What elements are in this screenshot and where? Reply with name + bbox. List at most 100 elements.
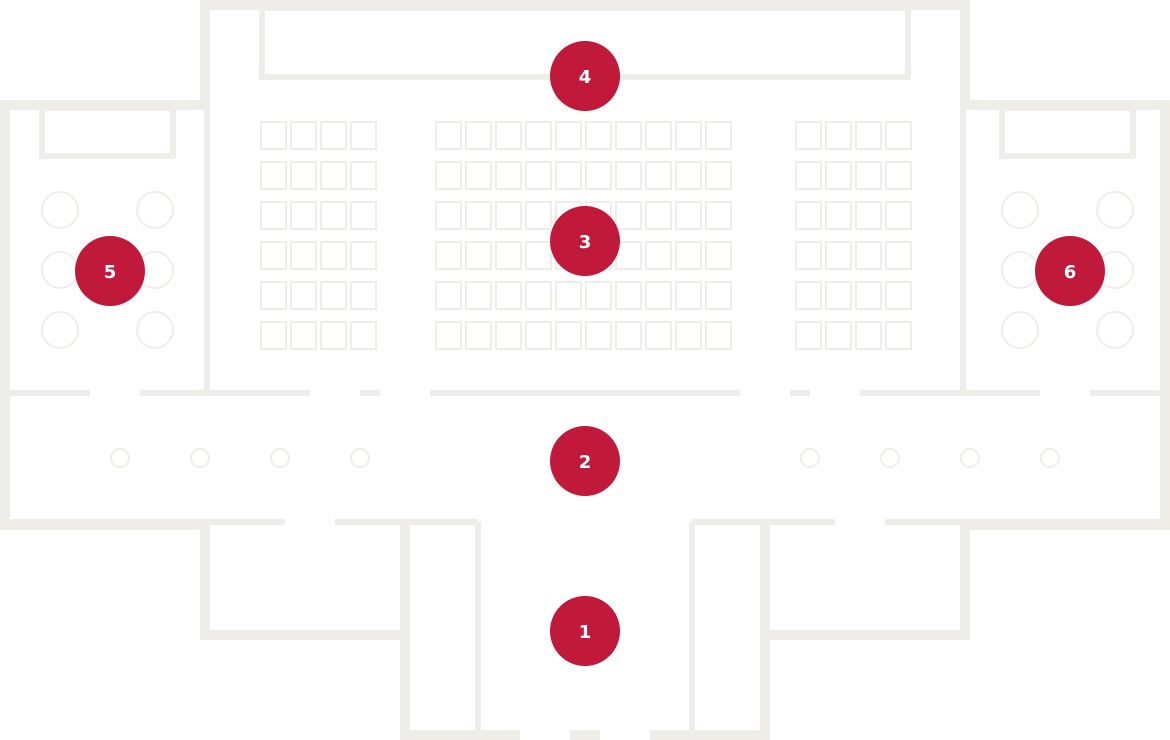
seat [825, 201, 852, 230]
marker-label: 6 [1064, 262, 1077, 283]
seat [435, 161, 462, 190]
seat [885, 161, 912, 190]
seat [525, 201, 552, 230]
seat [525, 161, 552, 190]
seat [320, 201, 347, 230]
seat [645, 321, 672, 350]
marker-circle [75, 236, 145, 306]
pillar [270, 448, 290, 468]
round-table [41, 311, 79, 349]
seat [290, 201, 317, 230]
seat [495, 321, 522, 350]
seat [465, 321, 492, 350]
marker-4[interactable]: 4 [550, 41, 620, 111]
marker-label: 1 [579, 622, 592, 643]
seat [435, 281, 462, 310]
seat [495, 161, 522, 190]
seat [290, 281, 317, 310]
seat [435, 201, 462, 230]
seat [320, 121, 347, 150]
seat [825, 321, 852, 350]
round-table [41, 191, 79, 229]
seat [585, 281, 612, 310]
pillars [110, 448, 1060, 468]
seat [465, 241, 492, 270]
seat [615, 281, 642, 310]
marker-6[interactable]: 6 [1035, 236, 1105, 306]
seat [885, 121, 912, 150]
round-table [1001, 311, 1039, 349]
round-table [41, 251, 79, 289]
seat [260, 121, 287, 150]
pillar [110, 448, 130, 468]
entrance-right-wall [650, 525, 770, 740]
seat [350, 121, 377, 150]
seat [795, 161, 822, 190]
seat [645, 121, 672, 150]
seat [645, 161, 672, 190]
seat [260, 161, 287, 190]
seat [615, 321, 642, 350]
seat [885, 321, 912, 350]
seat [525, 121, 552, 150]
pillar [880, 448, 900, 468]
seat [855, 201, 882, 230]
seat [435, 121, 462, 150]
marker-1[interactable]: 1 [550, 596, 620, 666]
marker-3[interactable]: 3 [550, 206, 620, 276]
seat [350, 241, 377, 270]
seat [585, 161, 612, 190]
seat [675, 281, 702, 310]
seat [290, 241, 317, 270]
seat [525, 281, 552, 310]
seat [290, 321, 317, 350]
seat [705, 241, 732, 270]
seat [320, 161, 347, 190]
seat [495, 241, 522, 270]
seat [885, 201, 912, 230]
seat [795, 321, 822, 350]
seat [260, 281, 287, 310]
seat [675, 201, 702, 230]
marker-circle [550, 426, 620, 496]
entrance-left-wall [400, 525, 520, 740]
seat [260, 201, 287, 230]
seat [495, 201, 522, 230]
marker-5[interactable]: 5 [75, 236, 145, 306]
seat [825, 281, 852, 310]
seat [495, 121, 522, 150]
seat [675, 321, 702, 350]
seat [320, 281, 347, 310]
seat [855, 161, 882, 190]
round-table [1096, 311, 1134, 349]
pillar [350, 448, 370, 468]
seat [675, 161, 702, 190]
pillar [960, 448, 980, 468]
markers: 1 2 3 4 5 6 [75, 41, 1105, 666]
seat [585, 121, 612, 150]
marker-circle [550, 596, 620, 666]
marker-label: 4 [579, 67, 592, 88]
right-wing-counter [999, 105, 1136, 159]
seat [555, 321, 582, 350]
seat [615, 241, 642, 270]
seat [320, 241, 347, 270]
seat [825, 121, 852, 150]
seat [435, 241, 462, 270]
marker-circle [550, 206, 620, 276]
seat [290, 121, 317, 150]
marker-2[interactable]: 2 [550, 426, 620, 496]
marker-circle [1035, 236, 1105, 306]
seat [260, 241, 287, 270]
seat [555, 281, 582, 310]
seat [855, 321, 882, 350]
seat [855, 281, 882, 310]
seat [705, 161, 732, 190]
seat [465, 201, 492, 230]
round-table [136, 191, 174, 229]
seat [645, 281, 672, 310]
seat [825, 241, 852, 270]
seat [705, 201, 732, 230]
seat [615, 161, 642, 190]
